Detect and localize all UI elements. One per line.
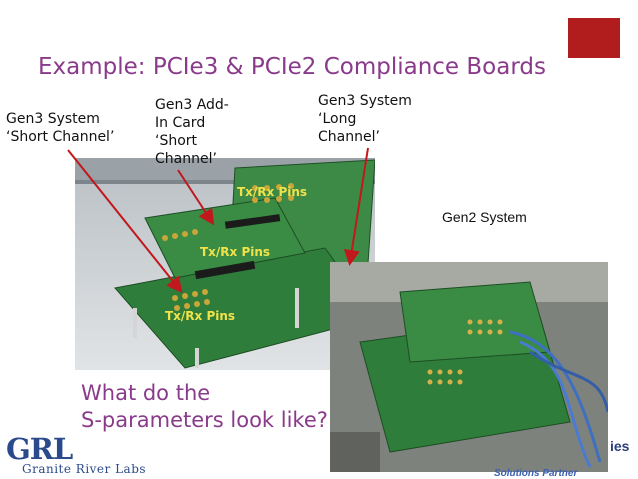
accent-square: [568, 18, 620, 58]
label-long-line1: Gen3 System: [318, 93, 412, 109]
label-gen2-system: Gen2 System: [442, 209, 527, 225]
grl-company-name: Granite River Labs: [22, 462, 147, 476]
pin-label-3: Tx/Rx Pins: [165, 309, 235, 323]
label-gen3-short-line1: Gen3 System: [6, 111, 100, 127]
label-long-line3: Channel’: [318, 129, 380, 145]
label-long-line2: ‘Long: [318, 111, 357, 127]
label-addin-line3: ‘Short: [155, 133, 198, 149]
label-addin-line4: Channel’: [155, 151, 217, 167]
label-gen3-short-line2: ‘Short Channel’: [6, 129, 115, 145]
footer-fragment-partner: Solutions Partner: [494, 468, 578, 479]
question-line1: What do the: [81, 381, 211, 405]
question-text: What do the S-parameters look like?: [81, 380, 381, 434]
grl-logo: GRL: [6, 432, 73, 466]
pin-label-2: Tx/Rx Pins: [200, 245, 270, 259]
label-gen3-add-in-card: Gen3 Add- In Card ‘Short Channel’: [155, 96, 265, 168]
question-line2: S-parameters look like?: [81, 408, 328, 432]
label-gen3-short-channel: Gen3 System ‘Short Channel’: [6, 110, 151, 146]
slide-title: Example: PCIe3 & PCIe2 Compliance Boards: [38, 54, 546, 80]
pin-label-1: Tx/Rx Pins: [237, 185, 307, 199]
label-addin-line2: In Card: [155, 115, 206, 131]
footer-fragment-right: ies: [610, 438, 630, 454]
gen2-system-photo: [330, 262, 608, 472]
label-gen3-long-channel: Gen3 System ‘Long Channel’: [318, 92, 438, 146]
label-addin-line1: Gen3 Add-: [155, 97, 229, 113]
